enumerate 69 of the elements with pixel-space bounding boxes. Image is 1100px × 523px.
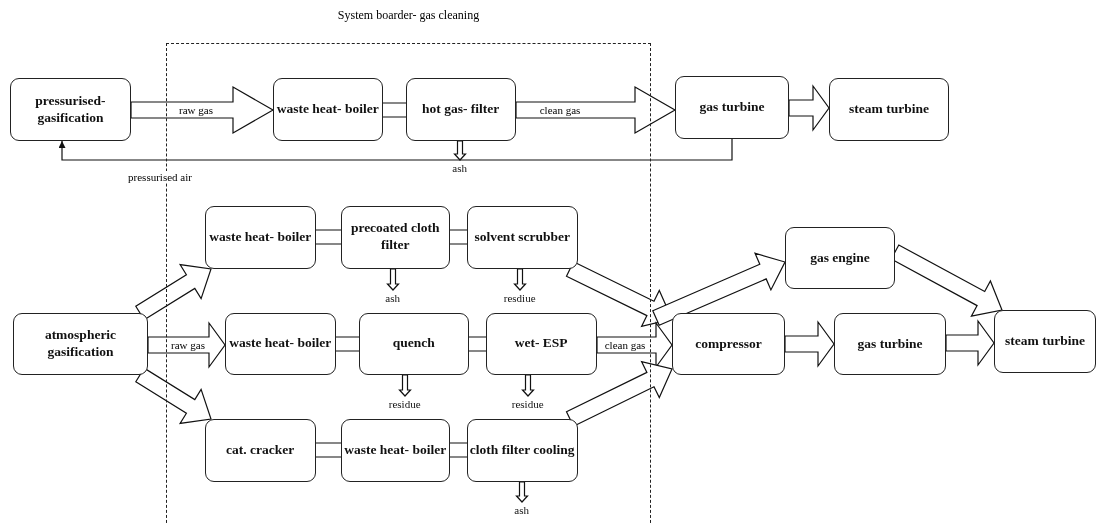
output-label: ash bbox=[444, 159, 475, 176]
process-label: solvent scrubber bbox=[474, 228, 570, 246]
output-label: residue bbox=[382, 395, 427, 412]
process-box bbox=[10, 78, 131, 141]
process-box bbox=[272, 77, 383, 141]
process-box bbox=[485, 312, 597, 375]
block-arrow bbox=[515, 481, 529, 503]
pipe-connector bbox=[382, 102, 407, 118]
process-label: precoated cloth filter bbox=[349, 220, 441, 255]
process-box bbox=[204, 205, 316, 269]
process-label: compressor bbox=[695, 335, 762, 353]
output-label: ash bbox=[506, 501, 537, 518]
process-box bbox=[13, 313, 148, 375]
block-arrow bbox=[652, 252, 786, 327]
process-label: waste heat- boiler bbox=[209, 228, 312, 246]
edge-label: clean gas bbox=[603, 339, 647, 351]
pipe-connector bbox=[335, 336, 360, 352]
output-label: residue bbox=[505, 395, 550, 412]
process-box bbox=[204, 418, 316, 482]
process-label: steam turbine bbox=[849, 101, 929, 118]
boundary-heading: System boarder- gas cleaning bbox=[336, 8, 481, 23]
process-label: waste heat- boiler bbox=[344, 441, 447, 459]
process-box bbox=[672, 313, 785, 375]
process-label: steam turbine bbox=[1005, 333, 1085, 350]
pipe-connector bbox=[468, 336, 487, 352]
process-label: hot gas- filter bbox=[422, 100, 500, 118]
output-label: ash bbox=[377, 289, 408, 306]
block-arrow bbox=[453, 140, 467, 161]
pipe-connector bbox=[315, 229, 342, 245]
block-arrow bbox=[521, 374, 535, 397]
process-label: quench bbox=[392, 335, 435, 353]
process-box bbox=[340, 418, 450, 482]
block-arrow bbox=[386, 268, 400, 291]
process-box bbox=[834, 313, 946, 375]
process-box bbox=[224, 312, 336, 375]
block-arrow bbox=[134, 263, 212, 321]
block-arrow bbox=[134, 367, 212, 425]
process-label: waste heat- boiler bbox=[229, 335, 332, 353]
edge-label: pressurised air bbox=[127, 171, 193, 183]
process-box bbox=[829, 78, 949, 141]
process-label: gas turbine bbox=[857, 335, 923, 353]
process-box bbox=[994, 310, 1096, 373]
edge-label: clean gas bbox=[538, 104, 582, 116]
process-box bbox=[466, 205, 578, 269]
process-box bbox=[405, 77, 516, 141]
block-arrow bbox=[784, 320, 835, 368]
process-box bbox=[785, 227, 895, 289]
connector-arrow bbox=[58, 138, 733, 161]
process-label: waste heat- boiler bbox=[276, 100, 379, 118]
pipe-connector bbox=[449, 442, 468, 458]
process-label: gas engine bbox=[810, 249, 870, 267]
block-arrow bbox=[513, 268, 527, 291]
process-box bbox=[466, 418, 578, 482]
block-arrow bbox=[565, 360, 673, 427]
process-label: wet- ESP bbox=[514, 335, 568, 353]
output-label: resdiue bbox=[497, 289, 542, 306]
process-label: atmospheric gasification bbox=[43, 327, 118, 361]
process-box bbox=[358, 312, 469, 375]
pipe-connector bbox=[315, 442, 342, 458]
block-arrow bbox=[788, 84, 830, 132]
process-label: cat. cracker bbox=[226, 441, 295, 459]
block-arrow bbox=[945, 319, 995, 367]
pipe-connector bbox=[449, 229, 468, 245]
process-box bbox=[340, 205, 450, 269]
process-label: cloth filter cooling bbox=[469, 441, 575, 459]
process-label: pressurised- gasification bbox=[34, 92, 107, 127]
block-arrow bbox=[398, 374, 412, 397]
process-label: gas turbine bbox=[699, 99, 765, 116]
process-box bbox=[675, 76, 789, 139]
